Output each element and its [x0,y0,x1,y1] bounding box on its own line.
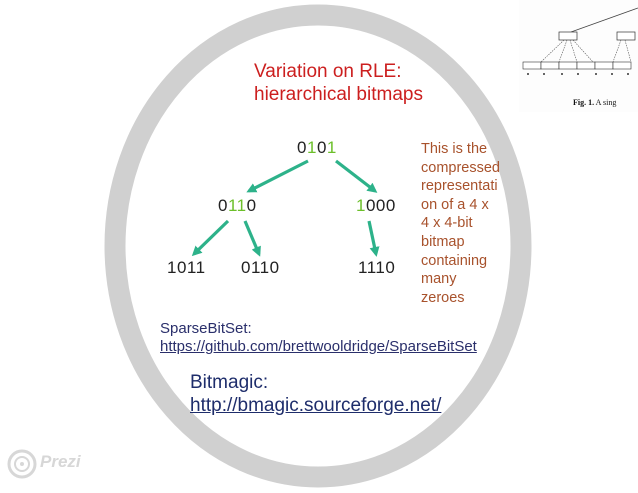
tree-leaf-2: 0110 [241,258,280,277]
slide-title: Variation on RLE: hierarchical bitmaps [254,60,423,106]
sparsebitset-label: SparseBitSet: [160,320,252,337]
description-line: representati [421,178,498,195]
description-line: compressed [421,159,500,176]
description-line: 4 x 4-bit [421,215,473,232]
tree-node-root: 0101 [297,138,337,157]
arrow-root-left [246,159,309,193]
description-line: on of a 4 x [421,196,489,213]
tree-leaf-3: 1110 [358,258,396,277]
title-line-1: Variation on RLE: [254,61,402,82]
sparsebitset-link[interactable]: https://github.com/brettwooldridge/Spars… [160,338,477,355]
description-line: containing [421,252,488,269]
description-text: This is the compressed representati on o… [421,140,521,307]
description-line: many [421,271,457,288]
description-line: bitmap [421,233,465,250]
tree-leaf-1: 1011 [167,258,206,277]
arrow-left-leaf1 [191,219,230,257]
figure-caption: Fig. 1. A sing [573,98,617,107]
prezi-wordmark: Prezi [40,452,81,471]
tree-node-right: 1000 [356,196,396,215]
arrow-left-leaf2 [243,220,261,257]
figure-thumbnail [519,0,638,112]
description-line: zeroes [421,289,465,306]
bitmagic-label: Bitmagic: [190,372,269,393]
description-line: This is the [421,141,488,157]
arrow-right-leaf3 [367,220,380,257]
prezi-logo [7,449,37,479]
circle-frame [104,4,532,488]
title-line-2: hierarchical bitmaps [254,84,423,105]
bitmagic-link[interactable]: http://bmagic.sourceforge.net/ [190,395,442,416]
arrow-root-right [335,159,378,193]
tree-node-left: 0110 [218,196,257,215]
